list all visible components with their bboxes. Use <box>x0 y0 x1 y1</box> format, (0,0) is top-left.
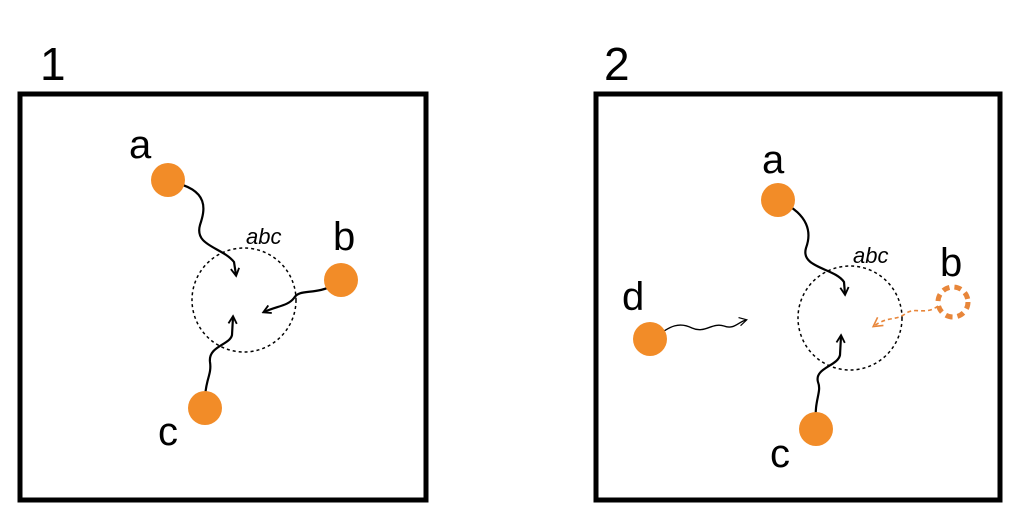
panel-1-path-c <box>203 317 233 401</box>
panel-1-path-a <box>171 180 236 275</box>
panel-1-label-b: b <box>333 215 355 259</box>
panel-1-label-a: a <box>129 123 152 167</box>
panel-2: 2 abc a b c d <box>593 38 1003 503</box>
panel-1-node-a <box>151 163 185 197</box>
panel-1-number: 1 <box>40 38 66 90</box>
panel-1: 1 abc a b c <box>17 38 429 503</box>
panel-2-zone-label: abc <box>853 243 888 268</box>
panel-2-node-a <box>761 183 795 217</box>
panel-1-label-c: c <box>158 410 178 454</box>
panel-2-label-b: b <box>940 241 962 285</box>
panel-2-label-a: a <box>762 138 785 182</box>
panel-1-abc-zone <box>191 247 297 353</box>
panel-2-node-c <box>799 412 833 446</box>
panel-2-node-b-absent <box>935 284 971 320</box>
panel-2-label-d: d <box>622 275 644 319</box>
panel-2-path-a <box>781 201 845 294</box>
panel-1-node-c <box>188 391 222 425</box>
panel-2-path-c <box>814 336 841 423</box>
panel-2-frame <box>593 91 1003 503</box>
panel-2-abc-zone <box>797 265 903 371</box>
panel-2-label-c: c <box>770 432 790 476</box>
panel-1-path-b <box>264 283 337 312</box>
panel-1-frame <box>17 91 429 503</box>
panel-2-number: 2 <box>604 38 630 90</box>
panel-1-zone-label: abc <box>246 224 281 249</box>
panel-2-path-d <box>654 317 748 339</box>
panel-2-node-d <box>633 322 667 356</box>
panel-2-path-b-ghost <box>871 305 939 328</box>
panel-1-node-b <box>324 263 358 297</box>
